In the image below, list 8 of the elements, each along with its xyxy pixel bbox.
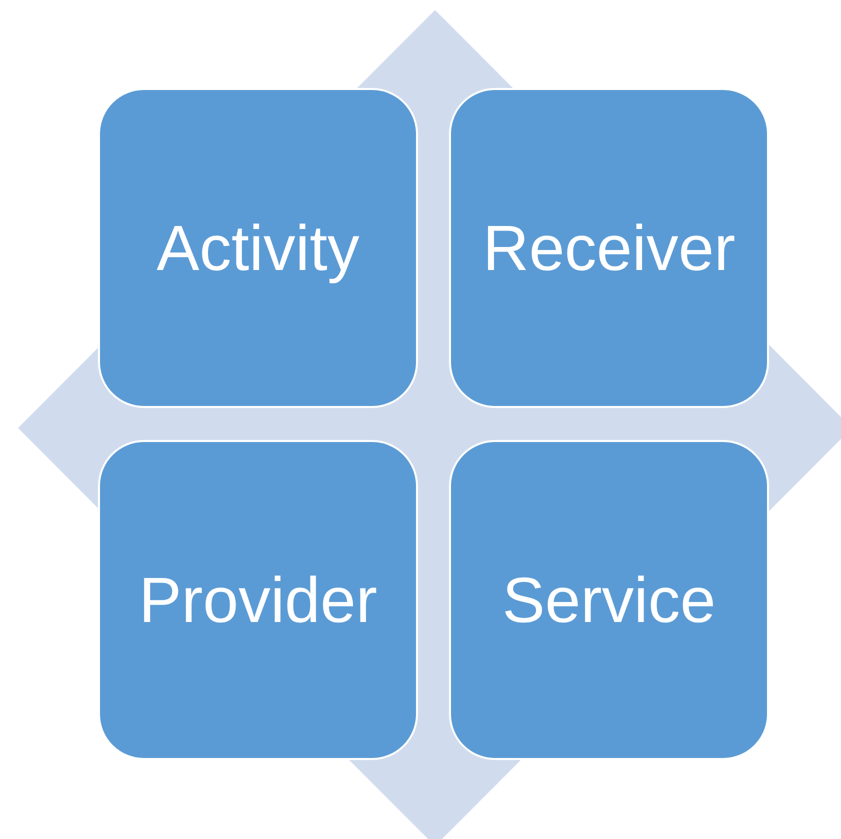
box-label: Activity [156, 211, 360, 285]
box-label: Receiver [482, 211, 736, 285]
rounded-box [449, 440, 769, 760]
rounded-box [98, 440, 418, 760]
box-label: Provider [138, 563, 378, 637]
box-label: Service [502, 563, 716, 637]
rounded-box [98, 88, 418, 408]
rounded-box [449, 88, 769, 408]
